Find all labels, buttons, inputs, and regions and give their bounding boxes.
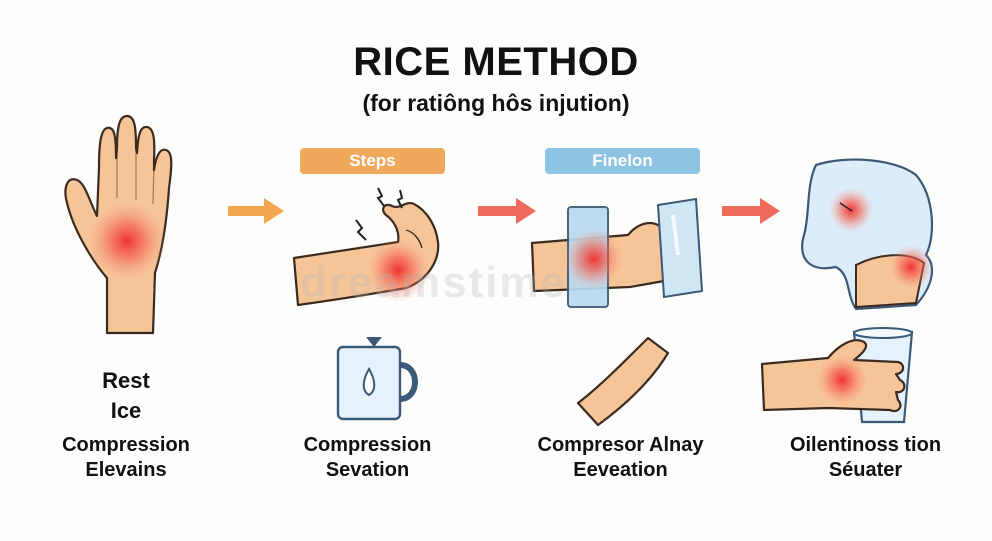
- label-seuater: Séuater: [828, 459, 903, 481]
- label-rest: Rest: [102, 368, 150, 393]
- page-subtitle: (for ratiông hôs injution): [362, 90, 630, 116]
- label-eeveation: Eeveation: [573, 459, 668, 481]
- forearm-icon: [576, 336, 670, 427]
- hand-holding-cup-icon: [760, 327, 914, 424]
- label-oilentinoss-tion: Oilentinoss tion: [789, 434, 942, 456]
- arrow-right-icon: [722, 198, 780, 224]
- page-title: RICE METHOD: [353, 40, 639, 84]
- watermark-text: dreamstime: [300, 258, 568, 307]
- arrow-right-icon: [478, 198, 536, 224]
- open-hand-icon: [64, 114, 173, 335]
- water-mug-icon: [336, 337, 418, 421]
- label-compresor-alnay: Compresor Alnay: [537, 434, 704, 456]
- steps-pill: Steps: [300, 148, 445, 174]
- label-compression-2: Compression: [303, 434, 432, 456]
- label-sevation: Sevation: [325, 459, 410, 481]
- label-ice: Ice: [110, 398, 142, 423]
- finelon-pill: Finelon: [545, 148, 700, 174]
- label-compression: Compression: [62, 434, 190, 456]
- label-elevains: Elevains: [85, 459, 167, 481]
- injured-wrist-icon: [292, 187, 440, 307]
- ice-pack-wrap-icon: [530, 197, 704, 308]
- ice-bag-icon: [801, 158, 934, 311]
- arrow-right-icon: [228, 198, 284, 224]
